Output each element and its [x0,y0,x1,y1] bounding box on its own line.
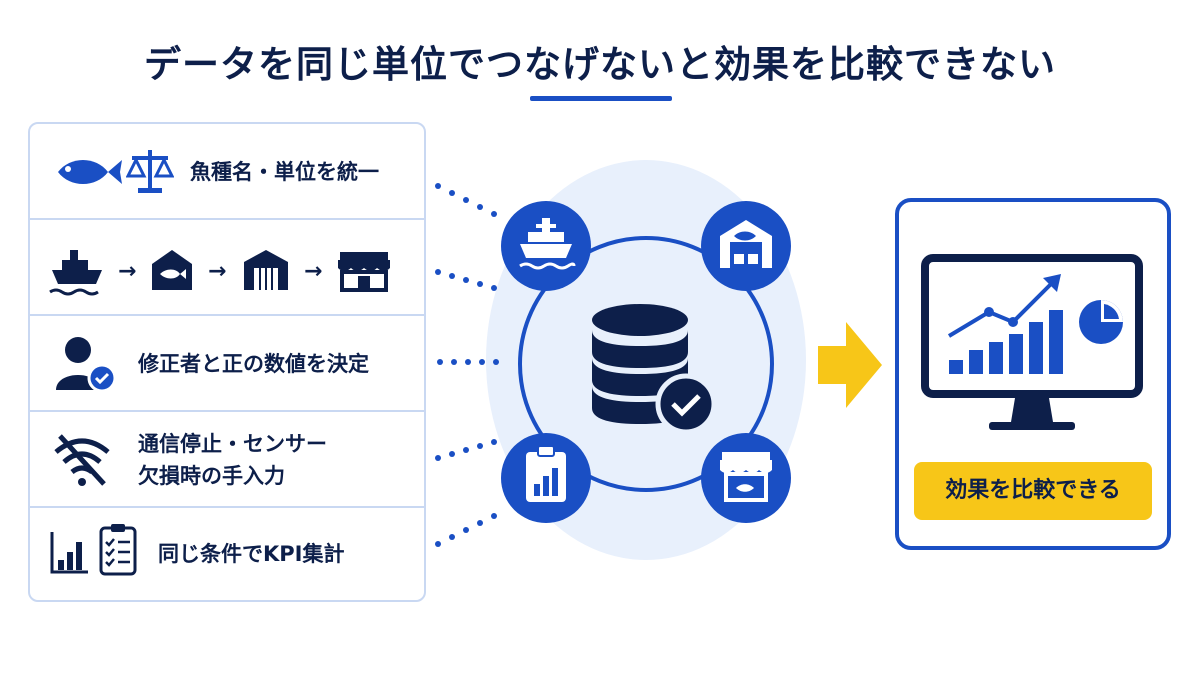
scale-icon [126,150,174,193]
user-check-icon [56,337,117,393]
arrow-right-icon: → [208,259,226,284]
ship-icon [519,218,576,270]
list-item-label: 同じ条件でKPI集計 [158,542,345,566]
list-item-kpi: 同じ条件でKPI集計 [30,508,424,600]
steps-panel: 魚種名・単位を統一 → → [28,122,426,602]
monitor-chart-icon [921,254,1143,430]
store-icon [338,252,390,292]
arrow-right-icon: → [118,259,136,284]
title-underline [530,96,672,101]
dotted-connectors [435,183,499,547]
list-item-manual-input: 通信停止・センサー 欠損時の手入力 [30,412,424,508]
list-item-label: 通信停止・センサー 欠損時の手入力 [138,432,327,488]
fish-market-icon [152,250,192,290]
node-ship [501,201,591,291]
node-fish-market [701,201,791,291]
list-item-supply-flow: → → → [30,220,424,316]
result-panel: 効果を比較できる [895,198,1171,550]
report-icon [526,445,566,502]
wifi-off-icon [54,434,110,486]
ship-icon [49,250,102,296]
fish-icon [58,160,122,184]
result-badge: 効果を比較できる [914,462,1152,520]
node-store [701,433,791,523]
database-check-icon [592,304,717,435]
bar-chart-icon [50,532,88,574]
arrow-right-icon [818,322,882,408]
page-title: データを同じ単位でつなげないと効果を比較できない [144,43,1056,86]
list-item-label: 魚種名・単位を統一 [190,160,379,184]
hub-ring [518,236,774,492]
pie-chart-icon [1079,300,1123,344]
warehouse-icon [720,220,772,268]
supply-chain-flow: → → → [49,250,390,296]
store-icon [720,452,772,502]
arrow-right-icon: → [304,259,322,284]
list-item-label: 修正者と正の数値を決定 [138,352,369,376]
node-report [501,433,591,523]
list-item-unify-units: 魚種名・単位を統一 [30,124,424,220]
list-item-decide-editor: 修正者と正の数値を決定 [30,316,424,412]
warehouse-icon [244,250,288,290]
checklist-icon [99,524,137,576]
